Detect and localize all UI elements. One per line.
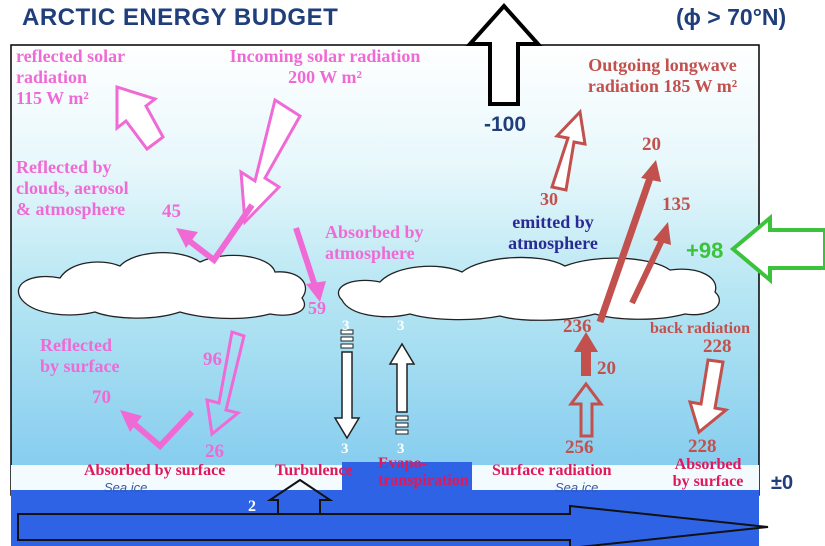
turbulence-arrow-icon <box>333 351 361 440</box>
page-title: ARCTIC ENERGY BUDGET <box>22 4 339 31</box>
absorbed-surface-left-label: Absorbed by surface <box>84 462 226 479</box>
reflected-surface-arrow-icon <box>130 409 195 451</box>
incoming-solar-arrow-icon <box>239 97 303 226</box>
top-net-value: -100 <box>484 113 527 136</box>
back-radiation-absorbed-value: 228 <box>688 436 717 457</box>
lateral-advection-arrow-icon <box>729 213 825 285</box>
absorbed-surface-right-label: Absorbed by surface <box>672 456 744 490</box>
evap-bottom-value: 3 <box>397 441 405 457</box>
cloud-left <box>17 252 307 320</box>
atmos-emitted-arrow-icon <box>550 108 587 192</box>
surface-radiation-arrow-icon <box>568 381 604 438</box>
ocean-heat-arrow-icon <box>266 478 334 514</box>
back-radiation-label: back radiation <box>650 320 751 337</box>
sea-ice-right-label: Sea ice <box>555 480 599 495</box>
absorbed-atmosphere-value: 59 <box>308 298 326 318</box>
reflected-clouds-label: Reflected by clouds, aerosol & atmospher… <box>16 157 129 219</box>
incoming-solar-label: Incoming solar radiation 200 W m² <box>229 46 421 87</box>
atmos-135-value: 135 <box>662 194 691 215</box>
open-water-gap <box>342 462 472 494</box>
turbulence-label: Turbulence <box>275 462 353 479</box>
evapotranspiration-label: Evapo- transpiration <box>378 455 469 489</box>
absorbed-atmosphere-label: Absorbed by atmosphere <box>325 222 424 263</box>
emitted-atmosphere-label: emitted by atmosphere <box>508 212 598 253</box>
surface-20b-value: 20 <box>597 358 616 379</box>
solar-absorbed-surface-value: 26 <box>205 441 224 462</box>
turbulence-bottom-value: 3 <box>341 441 349 457</box>
cloud-right <box>337 256 720 321</box>
atmos-emitted-value: 30 <box>540 189 558 209</box>
ocean-heat-value: 2 <box>248 498 256 515</box>
evapotranspiration-arrow-icon <box>388 342 416 413</box>
ocean-transport-arrow-icon <box>17 504 769 546</box>
surface-236-arrow-icon <box>581 350 591 376</box>
solar-to-surface-arrow-icon <box>205 330 246 437</box>
sea-ice-left-label: Sea ice <box>104 480 148 495</box>
back-radiation-value: 228 <box>703 336 732 357</box>
surface-window-value: 20 <box>642 134 661 155</box>
surface-net-value: ±0 <box>771 472 794 494</box>
reflected-solar-arrow-icon <box>115 84 165 152</box>
reflected-clouds-arrow-icon <box>186 203 255 265</box>
reflected-clouds-value: 45 <box>162 201 181 222</box>
surface-radiation-value: 256 <box>565 437 594 458</box>
absorbed-atmosphere-arrow-icon <box>293 227 318 287</box>
surface-radiation-label: Surface radiation <box>492 462 612 479</box>
latitude-label: (ϕ > 70°N) <box>676 4 787 30</box>
back-radiation-arrow-icon <box>687 358 730 435</box>
atmos-135-arrow-icon <box>629 238 665 305</box>
evap-top-value: 3 <box>397 318 405 334</box>
net-outgoing-arrow-icon <box>465 3 543 106</box>
outgoing-longwave-label: Outgoing longwave radiation 185 W m² <box>587 55 738 96</box>
turbulence-top-value: 3 <box>342 318 350 334</box>
solar-to-surface-value: 96 <box>203 349 222 370</box>
lateral-net-value: +98 <box>686 238 724 263</box>
reflected-solar-label: reflected solar radiation 115 W m² <box>16 46 126 108</box>
reflected-surface-label: Reflected by surface <box>40 335 120 376</box>
surface-window-arrow-icon <box>596 176 654 324</box>
reflected-surface-value: 70 <box>92 387 111 408</box>
surface-236-value: 236 <box>563 316 592 337</box>
